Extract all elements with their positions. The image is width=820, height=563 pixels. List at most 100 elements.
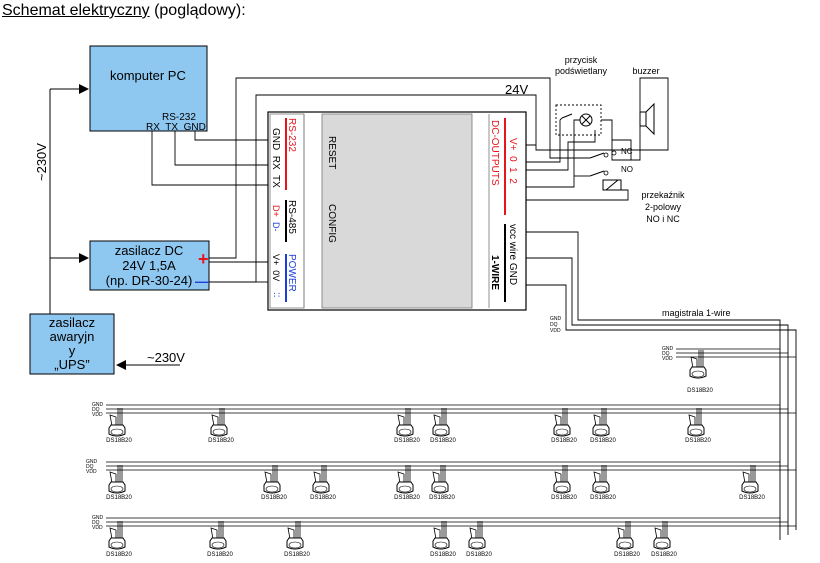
svg-text:DS18B20: DS18B20	[394, 495, 420, 501]
sensor-r2-4: DS18B20	[394, 464, 421, 501]
config-label: CONFIG	[326, 204, 337, 243]
sensor-r1-7: DS18B20	[685, 407, 712, 444]
power-dots: ::	[271, 292, 282, 298]
dc-voltage-label: 24V	[505, 82, 528, 97]
module-center-panel	[321, 113, 473, 309]
psu-minus-sign: —	[195, 273, 209, 289]
title-note: (poglądowy):	[154, 2, 246, 19]
svg-text:DQ: DQ	[92, 520, 100, 526]
svg-text:DQ: DQ	[86, 464, 94, 470]
psu-line1: zasilacz DC	[115, 243, 184, 258]
psu-line2: 24V 1,5A	[122, 258, 176, 273]
svg-text:DS18B20: DS18B20	[739, 495, 765, 501]
sensor-r3-1: DS18B20	[106, 520, 133, 558]
bus-row-2: GND DQ VDD	[86, 459, 796, 475]
psu-plus-sign: +	[198, 249, 209, 269]
sensor-r2-7: DS18B20	[590, 464, 617, 501]
svg-text:VDD: VDD	[86, 469, 97, 475]
sensor-r1-6: DS18B20	[590, 407, 617, 444]
svg-text:DS18B20: DS18B20	[551, 495, 577, 501]
sensor-r2-5: DS18B20	[429, 464, 456, 501]
ups-line2: awaryjn	[50, 329, 95, 344]
svg-text:GND: GND	[92, 402, 104, 408]
svg-text:GND: GND	[92, 515, 104, 521]
relay-label-2: 2-polowy	[645, 202, 682, 212]
svg-text:DS18B20: DS18B20	[106, 495, 132, 501]
rs485-dminus: D-	[271, 222, 281, 232]
pc-box	[89, 45, 208, 132]
svg-text:DS18B20: DS18B20	[614, 552, 640, 558]
bus-gnd-label-top: GND	[550, 316, 562, 322]
svg-text:DQ: DQ	[92, 407, 100, 413]
sensor-r2-1: DS18B20	[106, 464, 133, 501]
ups-line1: zasilacz	[49, 315, 95, 330]
title-main: Schemat elektryczny	[2, 2, 150, 19]
sensor-r2-2: DS18B20	[261, 464, 288, 501]
pc-label: komputer PC	[110, 68, 186, 83]
dc-outputs-title: DC-OUTPUTS	[489, 120, 500, 186]
button-label-1: przycisk	[565, 55, 598, 65]
svg-text:GND: GND	[662, 346, 674, 352]
sensor-r3-6: DS18B20	[614, 520, 641, 558]
sensor-r3-5: DS18B20	[466, 520, 493, 558]
sensor-r1-2: DS18B20	[208, 407, 235, 444]
svg-text:VDD: VDD	[92, 412, 103, 418]
svg-text:DS18B20: DS18B20	[429, 495, 455, 501]
sensor-r3-7: DS18B20	[651, 520, 678, 558]
svg-text:DS18B20: DS18B20	[310, 495, 336, 501]
pc-port-label: RS-232	[162, 112, 196, 123]
svg-text:DS18B20: DS18B20	[430, 552, 456, 558]
sensor-r1-3: DS18B20	[394, 407, 421, 444]
ups-line4: „UPS”	[54, 357, 89, 372]
svg-text:DS18B20: DS18B20	[466, 552, 492, 558]
onewire-pins: vcc wire GND	[507, 224, 518, 285]
onewire-title: 1-WIRE	[489, 255, 500, 290]
power-pins: V+ 0V	[271, 254, 281, 281]
svg-text:DS18B20: DS18B20	[208, 438, 234, 444]
svg-text:DS18B20: DS18B20	[687, 388, 713, 394]
svg-text:DQ: DQ	[662, 351, 670, 357]
svg-text:DS18B20: DS18B20	[207, 552, 233, 558]
rs485-title: RS-485	[286, 200, 297, 234]
sensor-r1-5: DS18B20	[551, 407, 578, 444]
psu-line3: (np. DR-30-24)	[106, 273, 193, 288]
svg-text:DS18B20: DS18B20	[284, 552, 310, 558]
buzzer-icon	[645, 102, 655, 136]
ac-voltage-ups: ~230V	[147, 350, 185, 365]
bus-label: magistrala 1-wire	[662, 308, 731, 318]
button-label-2: podświetlany	[555, 66, 608, 76]
sensor-r2-6: DS18B20	[551, 464, 578, 501]
bus-dq-label-top: DQ	[550, 322, 558, 328]
svg-text:DS18B20: DS18B20	[651, 552, 677, 558]
power-title: POWER	[286, 254, 297, 292]
svg-text:DS18B20: DS18B20	[261, 495, 287, 501]
relay-no-label: NO	[621, 165, 633, 174]
reset-label: RESET	[326, 136, 337, 169]
sensor-r1-4: DS18B20	[430, 407, 457, 444]
svg-text:GND: GND	[86, 459, 98, 465]
relay-label-1: przekaźnik	[641, 190, 685, 200]
svg-text:DS18B20: DS18B20	[106, 438, 132, 444]
sensor-r0-1: DS18B20	[687, 349, 714, 394]
sensor-r3-4: DS18B20	[430, 520, 457, 558]
sensor-r3-3: DS18B20	[284, 520, 311, 558]
diagram-title: Schemat elektryczny (poglądowy):	[2, 2, 246, 20]
svg-text:VDD: VDD	[92, 525, 103, 531]
svg-text:DS18B20: DS18B20	[590, 495, 616, 501]
svg-text:DS18B20: DS18B20	[551, 438, 577, 444]
ups-line3: y	[69, 343, 76, 358]
sensor-r3-2: DS18B20	[207, 520, 234, 558]
svg-text:DS18B20: DS18B20	[590, 438, 616, 444]
rs485-dplus: D+	[271, 205, 281, 217]
rs232-title: RS-232	[286, 118, 297, 152]
dc-outputs-pins: V+ 0 1 2	[507, 138, 518, 184]
buzzer-label: buzzer	[632, 66, 659, 76]
svg-text:VDD: VDD	[662, 356, 673, 362]
ups-box	[29, 313, 115, 375]
bus-row-0: GND DQ VDD	[662, 346, 796, 362]
relay-nc-label: NC	[621, 147, 633, 156]
sensor-r1-1: DS18B20	[106, 407, 133, 444]
svg-text:DS18B20: DS18B20	[106, 552, 132, 558]
sensor-r2-3: DS18B20	[310, 464, 337, 501]
